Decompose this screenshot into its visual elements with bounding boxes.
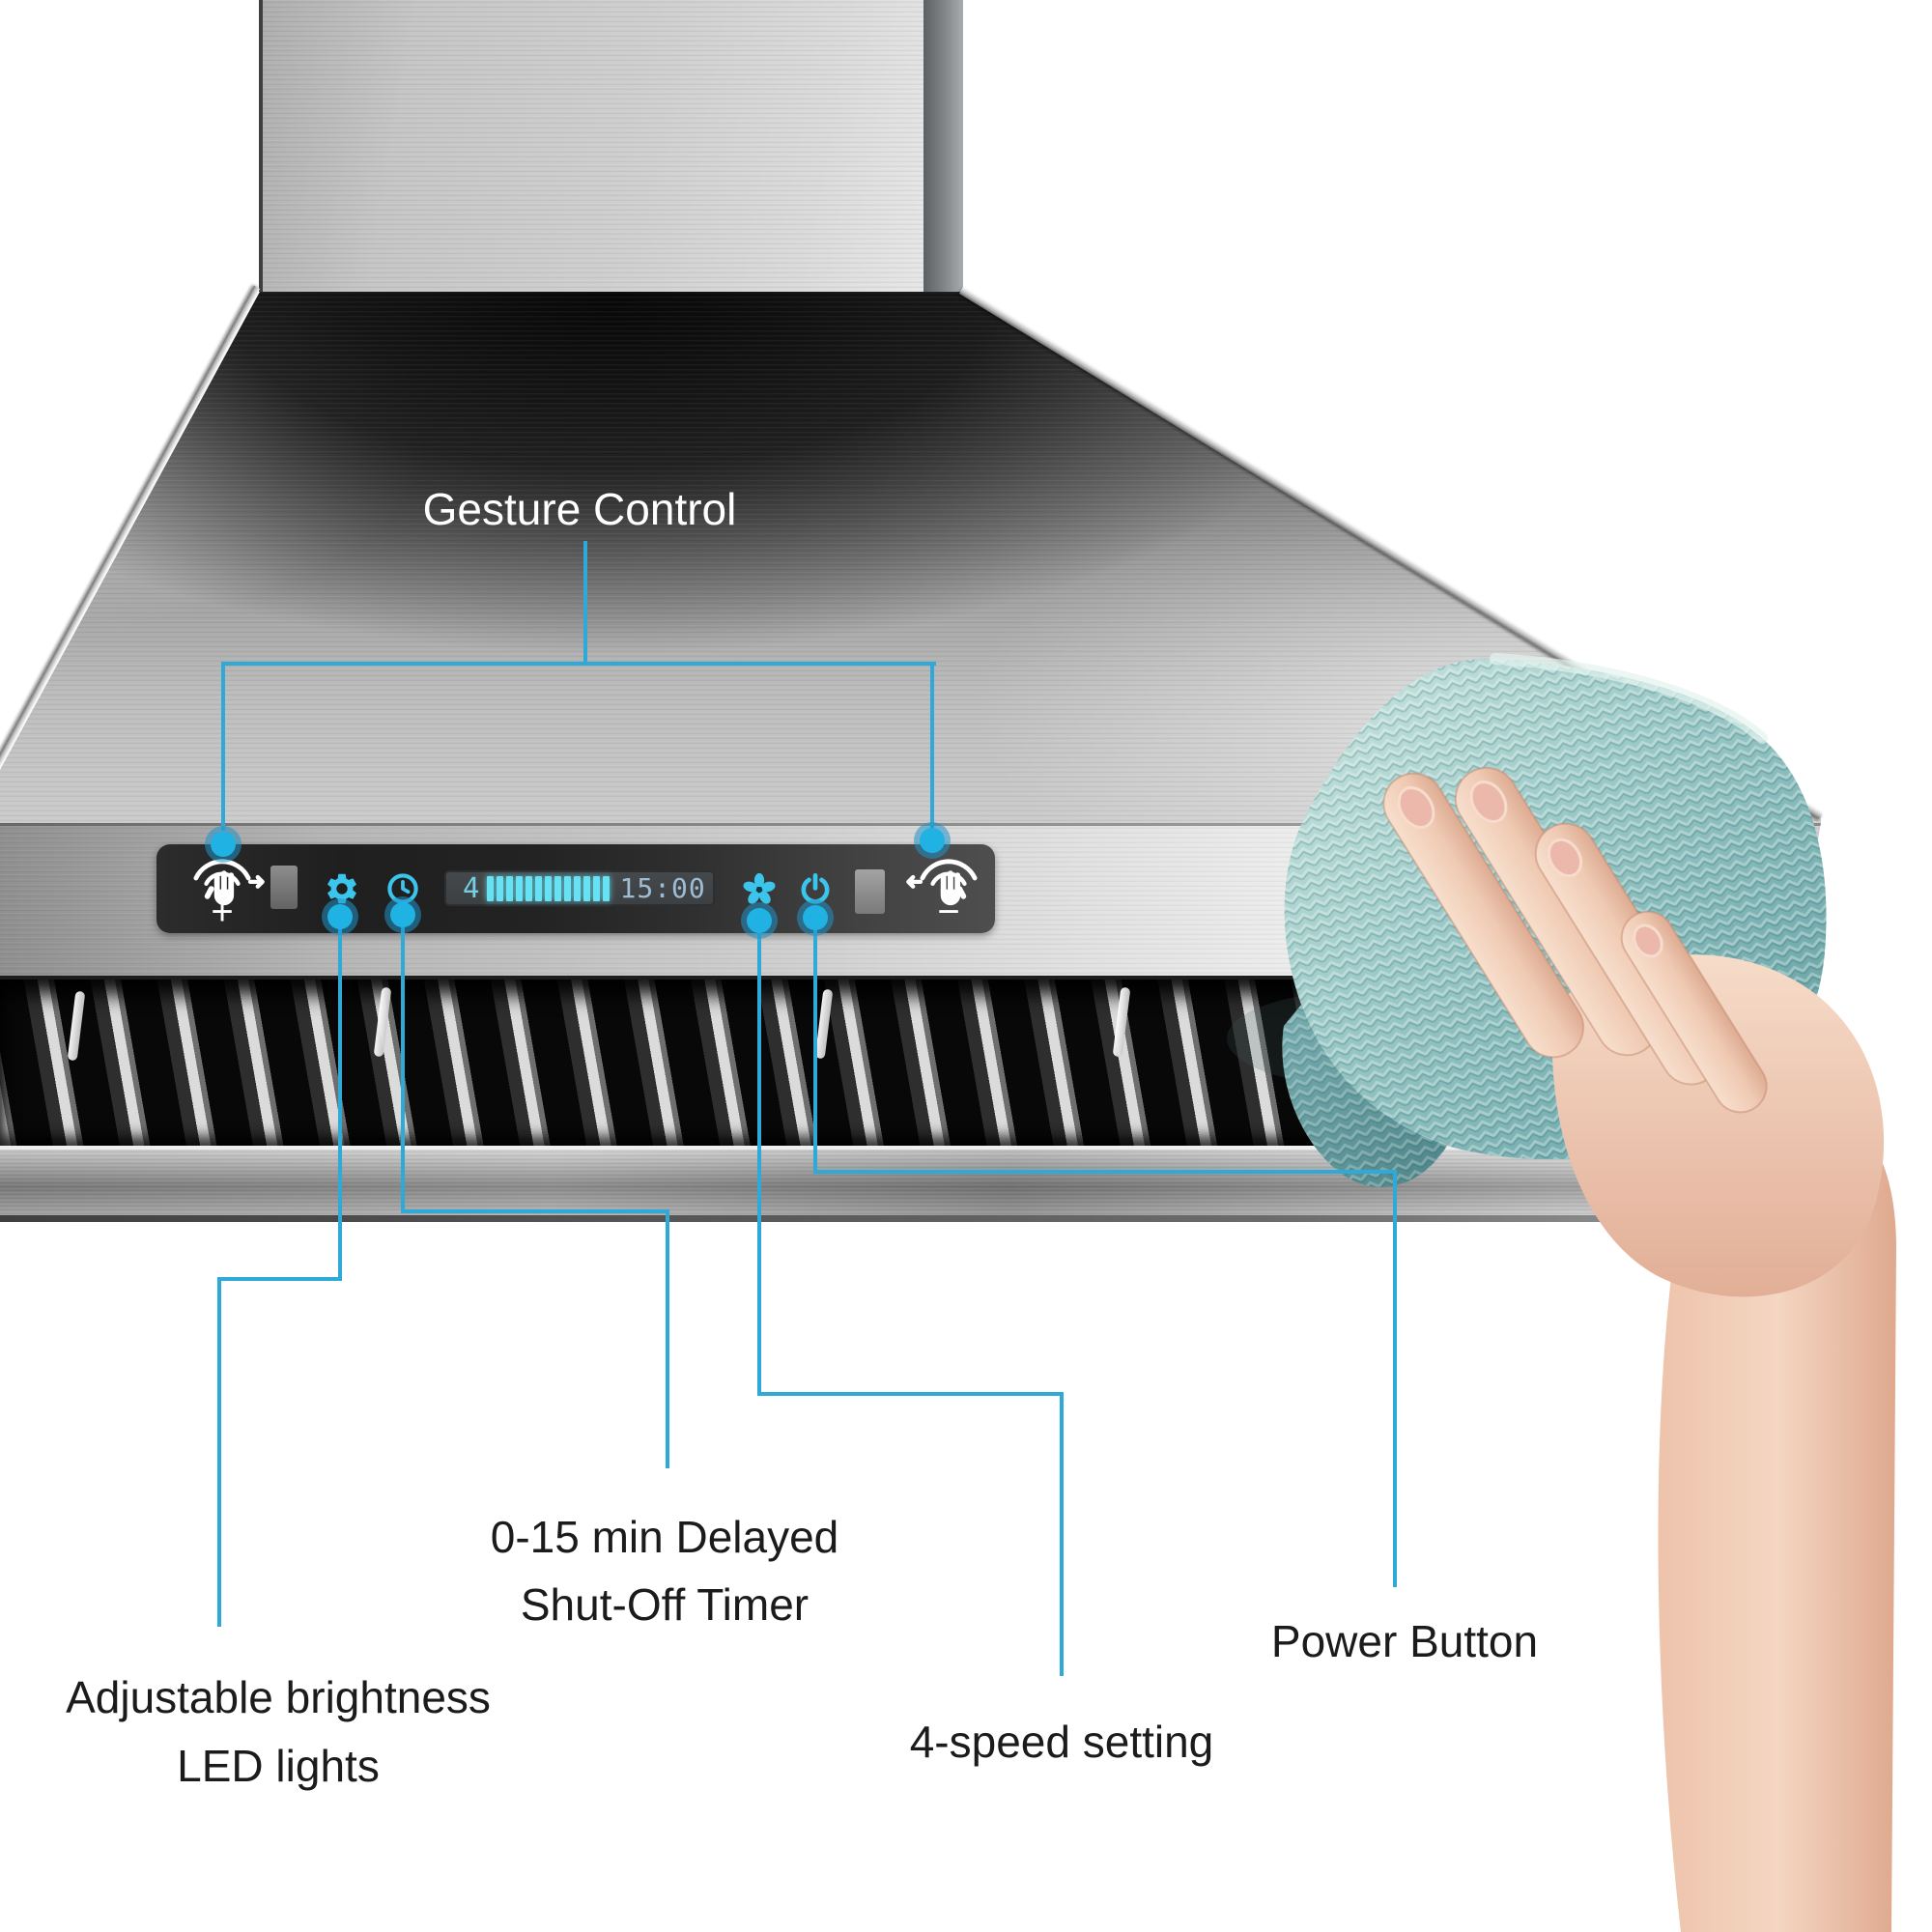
callout-dot-gesture-right (920, 828, 945, 853)
gesture-sensor-window-left (270, 866, 298, 909)
fan-icon (743, 872, 776, 904)
gesture-swipe-right-hand-icon (193, 859, 265, 906)
callout-line (666, 1209, 669, 1468)
baffle-filters (0, 980, 1793, 1146)
speed-setting-label: 4-speed setting (909, 1717, 1214, 1767)
led-lights-label: Adjustable brightness LED lights (66, 1663, 491, 1801)
speed-bar (487, 875, 495, 901)
callout-line (221, 662, 936, 666)
power-icon (801, 873, 830, 904)
callout-line (401, 916, 405, 1213)
speed-bar (564, 875, 572, 901)
callout-line (221, 662, 225, 831)
speed-bar (593, 875, 601, 901)
timer-label-line1: 0-15 min Delayed (490, 1512, 839, 1562)
speed-bar (535, 875, 543, 901)
speed-bar-graph (487, 875, 611, 901)
callout-line (813, 1170, 1397, 1174)
callout-line (757, 923, 761, 1396)
callout-dot-timer (390, 902, 415, 927)
clock-icon (387, 873, 418, 904)
hood-bottom-shadow (0, 1215, 1826, 1222)
led-light-button[interactable] (320, 867, 364, 911)
chimney-duct-side (923, 0, 963, 292)
led-display: 4 15:00 (444, 870, 715, 906)
speed-bar (554, 875, 562, 901)
hood-canopy (0, 292, 1821, 823)
hood-bottom-rim (0, 1146, 1833, 1217)
speed-bar (516, 875, 524, 901)
timer-label: 0-15 min Delayed Shut-Off Timer (491, 1503, 839, 1638)
touch-control-panel: + 4 15:00 (156, 844, 995, 933)
gear-icon (327, 873, 356, 904)
callout-line (401, 1209, 669, 1213)
forearm (1658, 1110, 1896, 1932)
timer-label-line2: Shut-Off Timer (520, 1579, 810, 1630)
callout-dot-gesture-left (211, 832, 236, 857)
power-button[interactable] (793, 867, 838, 912)
gesture-sensor-window-right (855, 869, 885, 914)
timer-readout: 15:00 (619, 871, 706, 904)
callout-line (930, 662, 934, 828)
minus-sign: − (937, 891, 960, 933)
speed-bar (526, 875, 533, 901)
callout-line (217, 1277, 221, 1627)
callout-line (217, 1277, 342, 1281)
callout-dot-power (803, 905, 828, 930)
callout-line (757, 1392, 1064, 1396)
callout-dot-fan (747, 908, 772, 933)
speed-bar (545, 875, 553, 901)
chimney-duct-front (259, 0, 927, 292)
gesture-swipe-left-hand-icon (906, 859, 978, 906)
power-button-label: Power Button (1270, 1616, 1539, 1666)
callout-line (813, 918, 817, 1174)
gesture-zone-plus[interactable]: + (164, 848, 280, 931)
callout-line (1393, 1170, 1397, 1587)
callout-line (583, 541, 587, 665)
plus-sign: + (211, 891, 234, 933)
speed-bar (583, 875, 591, 901)
speed-bar (574, 875, 582, 901)
callout-line (1060, 1392, 1064, 1676)
delay-timer-button[interactable] (381, 867, 425, 911)
speed-bar (497, 875, 504, 901)
gesture-control-label: Gesture Control (422, 484, 737, 534)
gesture-zone-minus[interactable]: − (891, 848, 1007, 931)
callout-line (338, 927, 342, 1281)
speed-bar (603, 875, 611, 901)
led-lights-label-line1: Adjustable brightness (66, 1672, 491, 1722)
brushed-texture (0, 292, 1821, 823)
speed-level-readout: 4 (463, 871, 480, 904)
led-lights-label-line2: LED lights (177, 1741, 380, 1791)
fan-speed-button[interactable] (737, 867, 781, 912)
callout-dot-led (327, 904, 353, 929)
speed-bar (506, 875, 514, 901)
baffle-slats (0, 980, 1793, 1146)
